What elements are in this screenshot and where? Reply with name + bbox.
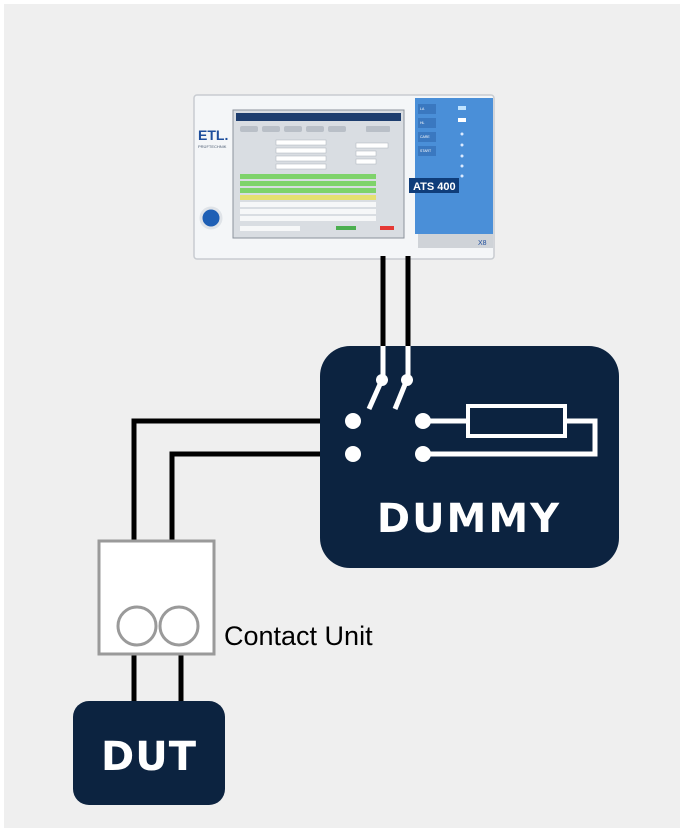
device-side-panel: LA HL CARE START ATS 400 X8 [409,98,493,248]
brand-logo: ETL. PRÜFTECHNIK [198,127,228,149]
brand-subtext: PRÜFTECHNIK [198,144,227,149]
side-button-label: LA [420,107,425,111]
contact-terminal-left-upper [345,413,361,429]
wire-dummy-lower [169,451,352,542]
contact-unit-body [97,539,216,656]
socket-right-icon [158,605,200,647]
dut-box: DUT [73,701,225,805]
model-badge [409,178,459,193]
dut-label: DUT [101,734,197,780]
wire-dummy-upper [131,418,352,542]
power-button-icon [199,206,223,230]
resistor-icon [466,404,567,438]
dummy-box: DUMMY [320,346,619,568]
switch-pivot-right [401,374,413,386]
test-device: ETL. PRÜFTECHNIK [193,94,495,260]
switch-blade-right [392,381,409,410]
side-button-label: CARE [420,135,430,139]
contact-terminal-right-lower [415,446,431,462]
switch-blade-left [366,380,384,411]
model-label: ATS 400 [413,181,456,193]
contact-terminal-right-upper [415,413,431,429]
contact-unit-label: Contact Unit [224,621,373,651]
contact-terminal-left-lower [345,446,361,462]
brand-text: ETL. [198,127,228,143]
dummy-body [320,346,619,568]
dut-body [73,701,225,805]
resistor-wire-out [424,418,598,457]
device-footer-code: X8 [478,240,487,247]
contact-unit: Contact Unit [97,539,373,656]
device-screen [232,109,405,239]
switch-pivot-left [376,374,388,386]
side-button-label: HL [420,121,425,125]
screen-result-rows [240,174,376,221]
dummy-label: DUMMY [377,496,561,542]
side-button-label: START [420,149,432,153]
socket-left-icon [116,605,158,647]
